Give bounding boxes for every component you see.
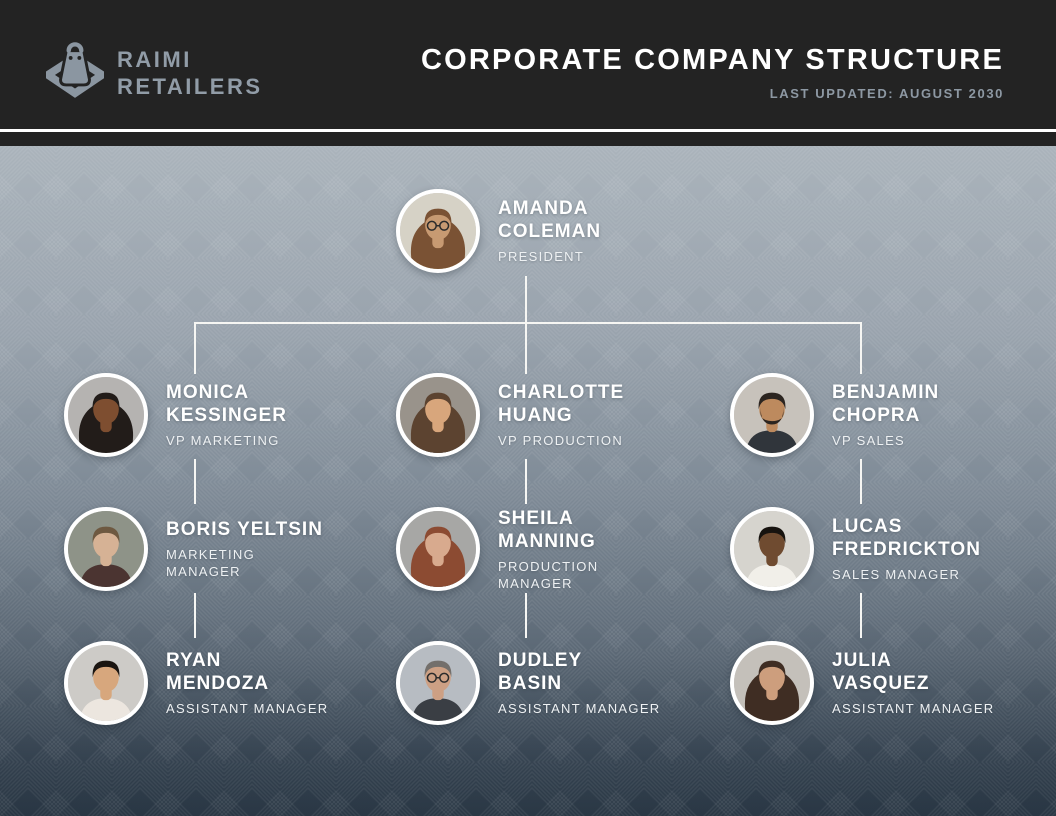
person-role: ASSISTANT MANAGER (498, 701, 661, 716)
connector-left-row2-row3 (194, 593, 196, 638)
header-strip (0, 132, 1056, 146)
page-title: CORPORATE COMPANY STRUCTURE (420, 44, 1004, 76)
profile-photo-sheila-manning (396, 507, 480, 591)
connector-right-row2-row3 (860, 593, 862, 638)
connector-president-drop (525, 276, 527, 322)
person-name: BORIS YELTSIN (166, 519, 323, 540)
brand-name-line2: RETAILERS (117, 73, 263, 99)
profile-photo-lucas-fredrickton (730, 507, 814, 591)
connector-drop-mid (525, 324, 527, 374)
last-updated-label: LAST UPDATED: AUGUST 2030 (769, 86, 1004, 101)
person-role: SALES MANAGER (832, 567, 961, 582)
profile-photo-julia-vasquez (730, 641, 814, 725)
person-role: VP PRODUCTION (498, 433, 624, 448)
connector-right-row1-row2 (860, 459, 862, 504)
connector-horizontal (194, 322, 862, 324)
profile-photo-amanda-coleman (396, 189, 480, 273)
connector-mid-row1-row2 (525, 459, 527, 504)
shopping-bag-diamond-logo-icon (40, 38, 110, 107)
person-role: VP MARKETING (166, 433, 280, 448)
brand-logo: RAIMI RETAILERS (40, 38, 263, 107)
profile-photo-benjamin-chopra (730, 373, 814, 457)
connector-left-row1-row2 (194, 459, 196, 504)
person-role: ASSISTANT MANAGER (832, 701, 995, 716)
connector-drop-right (860, 324, 862, 374)
connector-mid-row2-row3 (525, 593, 527, 638)
profile-photo-monica-kessinger (64, 373, 148, 457)
profile-photo-charlotte-huang (396, 373, 480, 457)
header-divider-line (0, 129, 1056, 132)
person-role: VP SALES (832, 433, 906, 448)
connector-drop-left (194, 324, 196, 374)
person-role: PRESIDENT (498, 249, 585, 264)
profile-photo-ryan-mendoza (64, 641, 148, 725)
brand-name-line1: RAIMI (117, 46, 192, 72)
profile-photo-dudley-basin (396, 641, 480, 725)
header-bar: RAIMI RETAILERS CORPORATE COMPANY STRUCT… (0, 0, 1056, 129)
person-role: ASSISTANT MANAGER (166, 701, 329, 716)
profile-photo-boris-yeltsin (64, 507, 148, 591)
